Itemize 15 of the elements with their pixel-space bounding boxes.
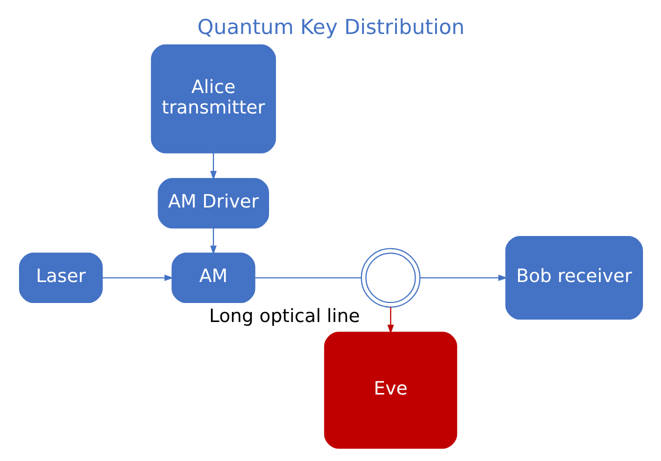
diagram-title: Quantum Key Distribution: [196, 14, 464, 39]
arrow: [386, 307, 394, 334]
connector: [254, 277, 361, 278]
arrow: [420, 274, 508, 282]
arrow: [102, 274, 174, 282]
node-box: Eve: [324, 332, 457, 449]
arrow: [210, 152, 216, 180]
node-box: AM: [171, 252, 255, 304]
node-box: Bob receiver: [504, 236, 642, 320]
node-box: Laser: [18, 252, 102, 304]
arrow: [210, 228, 216, 255]
node-circle: [360, 248, 420, 308]
node-label: Long optical line: [208, 306, 360, 327]
node-box: AM Driver: [157, 178, 269, 228]
node-box: Alice transmitter: [150, 44, 276, 154]
